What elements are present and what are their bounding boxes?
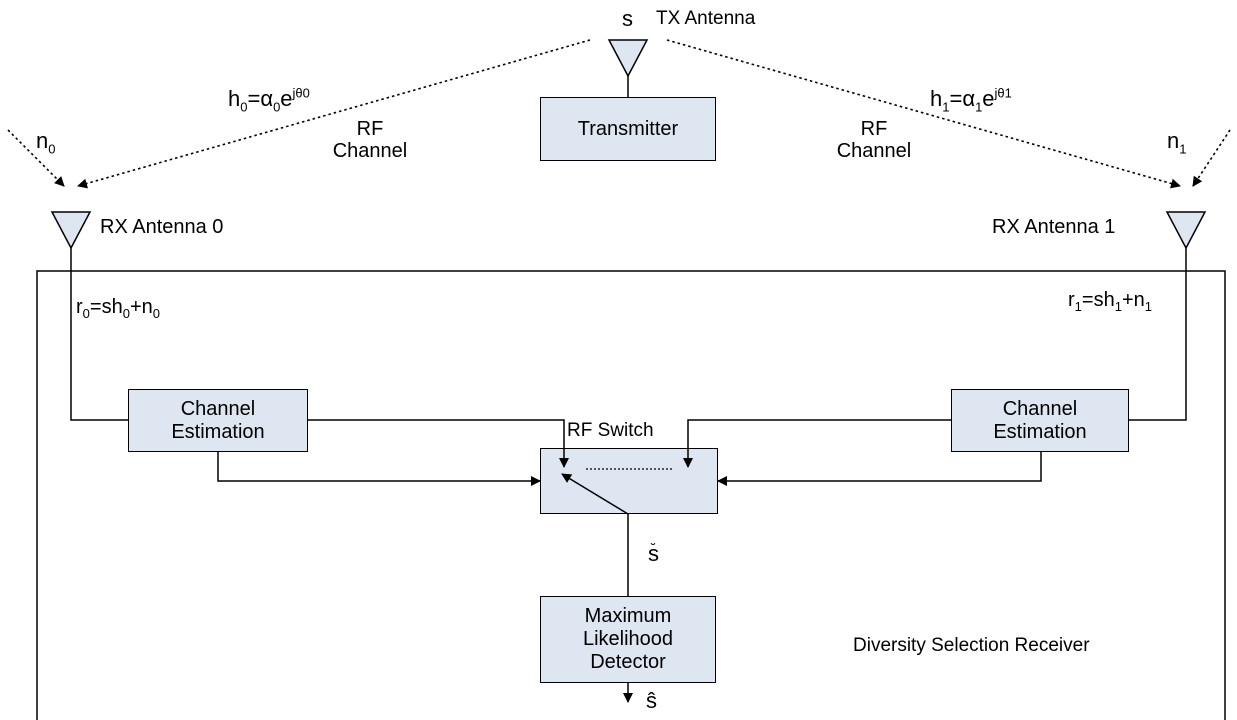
tx-symbol: s xyxy=(622,6,633,31)
transmitter-label: Transmitter xyxy=(577,117,679,140)
rf-channel-right-path xyxy=(666,39,1181,189)
rx-antenna-1-label: RX Antenna 1 xyxy=(992,216,1116,238)
switch-output-tilde-mark: ˘ xyxy=(651,540,656,556)
rf-switch-block xyxy=(540,448,718,514)
chan-est-right-line1: Channel xyxy=(1002,397,1078,420)
r1-equation: r1=sh1+n1 xyxy=(1068,289,1152,314)
chan-est-right-line2: Estimation xyxy=(993,420,1087,443)
noise-arrow-right xyxy=(1192,129,1231,187)
mld-line3: Detector xyxy=(590,651,666,673)
rx1-feed-line xyxy=(1129,248,1187,421)
left-estimate-to-switch xyxy=(217,452,541,486)
chan-est-left-line1: Channel xyxy=(180,397,256,420)
transmitter-block: Transmitter xyxy=(540,97,716,161)
rx0-feed-line xyxy=(70,248,128,421)
channel-estimation-right-block: Channel Estimation xyxy=(951,389,1129,452)
channel-estimation-left-block: Channel Estimation xyxy=(128,389,308,452)
switch-output-symbol: s ˘ xyxy=(648,540,659,565)
rx-antenna-1-icon xyxy=(1165,211,1207,250)
mld-line2: Likelihood xyxy=(582,628,674,650)
receiver-enclosure xyxy=(36,270,1226,720)
right-channel-gain: h1=α1ejθ1 xyxy=(930,85,1012,115)
right-rf-channel-label: RF Channel xyxy=(836,118,912,162)
rf-switch-label: RF Switch xyxy=(567,420,654,441)
mld-line1: Maximum xyxy=(584,605,672,627)
mld-block: Maximum Likelihood Detector xyxy=(540,596,716,683)
tx-antenna-label: TX Antenna xyxy=(656,8,756,29)
output-symbol: ŝ xyxy=(646,688,657,713)
noise-left-label: n0 xyxy=(36,128,56,157)
rx-antenna-0-label: RX Antenna 0 xyxy=(100,216,224,238)
r0-equation: r0=sh0+n0 xyxy=(76,296,160,321)
noise-arrow-left xyxy=(7,129,65,187)
left-channel-gain: h0=α0ejθ0 xyxy=(228,85,310,115)
right-estimate-to-switch xyxy=(717,452,1042,486)
chan-est-left-line2: Estimation xyxy=(171,420,265,443)
left-signal-to-switch xyxy=(308,419,569,468)
left-rf-channel-label: RF Channel xyxy=(332,118,408,162)
receiver-title: Diversity Selection Receiver xyxy=(853,635,1090,656)
rf-channel-left-path xyxy=(77,39,591,189)
tx-antenna-icon xyxy=(607,39,649,78)
rx-antenna-0-icon xyxy=(50,211,92,250)
noise-right-label: n1 xyxy=(1167,128,1187,157)
right-signal-to-switch xyxy=(683,419,951,468)
